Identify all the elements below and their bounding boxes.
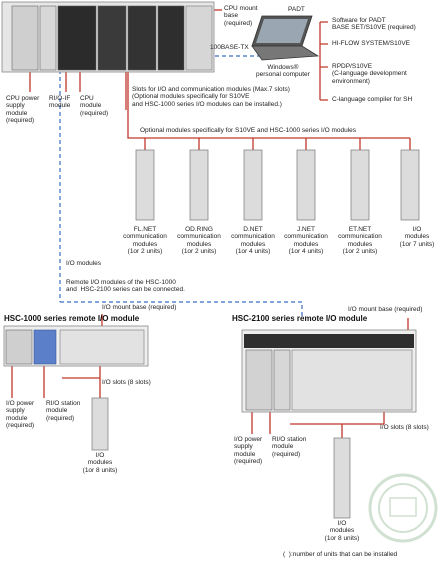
hsc2100-title: HSC-2100 series remote I/O module xyxy=(232,314,368,323)
hsc1000-rack xyxy=(3,325,149,367)
cpu-mount-base-label: CPU mount base (required) xyxy=(224,5,258,27)
io-module xyxy=(400,149,420,221)
io-modules-note: I/O modules xyxy=(66,260,102,267)
remote-io-note: Remote I/O modules of the HSC-1000 and H… xyxy=(66,279,185,294)
slots-note: Slots for I/O and communication modules … xyxy=(132,86,290,108)
software-bracket xyxy=(319,21,328,101)
hsc1000-io-module xyxy=(91,397,109,451)
optional-line xyxy=(127,72,410,139)
fl-net-module xyxy=(135,149,155,221)
hsc2100-slots-label: I/O slots (8 slots) xyxy=(380,424,429,431)
hsc2100-io-module xyxy=(333,437,351,519)
hsc1000-slots-label: I/O slots (8 slots) xyxy=(102,379,151,386)
optional-module-label-d-net: D.NET communication modules (1or 4 units… xyxy=(231,226,275,256)
rio-if-module xyxy=(39,5,57,71)
connector-lines xyxy=(11,9,411,438)
hsc1000-title: HSC-1000 series remote I/O module xyxy=(4,314,140,323)
ethernet-label: 100BASE-TX xyxy=(210,44,249,51)
software-item-2: HI-FLOW SYSTEM/S10VE xyxy=(332,40,411,47)
hsc1000-power-supply xyxy=(5,329,33,365)
hsc1000-station-module xyxy=(33,329,57,365)
cpu-mount-base xyxy=(1,1,215,73)
et-net-module xyxy=(350,149,370,221)
optional-module-label-et-net: ET.NET communication modules (1or 2 unit… xyxy=(338,226,382,256)
hsc2100-mount-base-label: I/O mount base (required) xyxy=(348,306,423,313)
hsc1000-mount-base-label: I/O mount base (required) xyxy=(102,304,177,311)
rio-if-label: RI/O-IF module xyxy=(49,95,71,110)
hsc2100-rack xyxy=(241,329,417,413)
hsc2100-station-label: RI/O station module (required) xyxy=(272,436,307,458)
pc-label: Windows® personal computer xyxy=(256,64,310,79)
hsc2100-slots-line xyxy=(290,412,385,425)
optional-module-label-io: I/O modules (1or 7 units) xyxy=(399,226,435,248)
hsc1000-io-label: I/O modules (1or 8 units) xyxy=(82,452,118,474)
hsc1000-slots-line xyxy=(62,366,101,379)
hsc1000-station-label: RI/O station module (required) xyxy=(46,400,81,422)
optional-module-label-od-ring: OD.RING communication modules (1or 2 uni… xyxy=(177,226,221,256)
optional-modules-row xyxy=(135,149,420,221)
cpu-module-label: CPU module (required) xyxy=(80,95,109,117)
footnote: ( ):number of units that can be installe… xyxy=(283,551,398,558)
cpu-module xyxy=(57,5,97,71)
cpu-power-supply-module xyxy=(11,5,39,71)
padt-title: PADT xyxy=(288,6,305,13)
cpu-power-label: CPU power supply module (required) xyxy=(6,95,40,125)
d-net-module xyxy=(243,149,263,221)
hsc1000-power-label: I/O power supply module (required) xyxy=(6,400,35,430)
watermark-seal xyxy=(368,473,438,543)
hsc2100-station-module xyxy=(273,349,291,411)
hsc2100-io-label: I/O modules (1or 8 units) xyxy=(324,520,360,542)
software-item-4: C-language compiler for SH xyxy=(332,96,413,103)
od-ring-module xyxy=(189,149,209,221)
j-net-module xyxy=(296,149,316,221)
hsc2100-power-supply xyxy=(245,349,273,411)
optional-module-label-j-net: J.NET communication modules (1or 4 units… xyxy=(284,226,328,256)
dashed-links xyxy=(59,55,303,316)
optional-note: Optional modules specifically for S10VE … xyxy=(140,127,357,134)
hsc2100-power-label: I/O power supply module (required) xyxy=(234,436,263,466)
remote-io-cable xyxy=(59,70,303,316)
optional-module-label-fl-net: FL.NET communication modules (1or 2 unit… xyxy=(123,226,167,256)
laptop-icon xyxy=(251,15,320,61)
software-item-3: RPDP/S10VE (C-language development envir… xyxy=(332,63,407,85)
software-item-1: Software for PADT BASE SET/S10VE (requir… xyxy=(332,17,416,32)
